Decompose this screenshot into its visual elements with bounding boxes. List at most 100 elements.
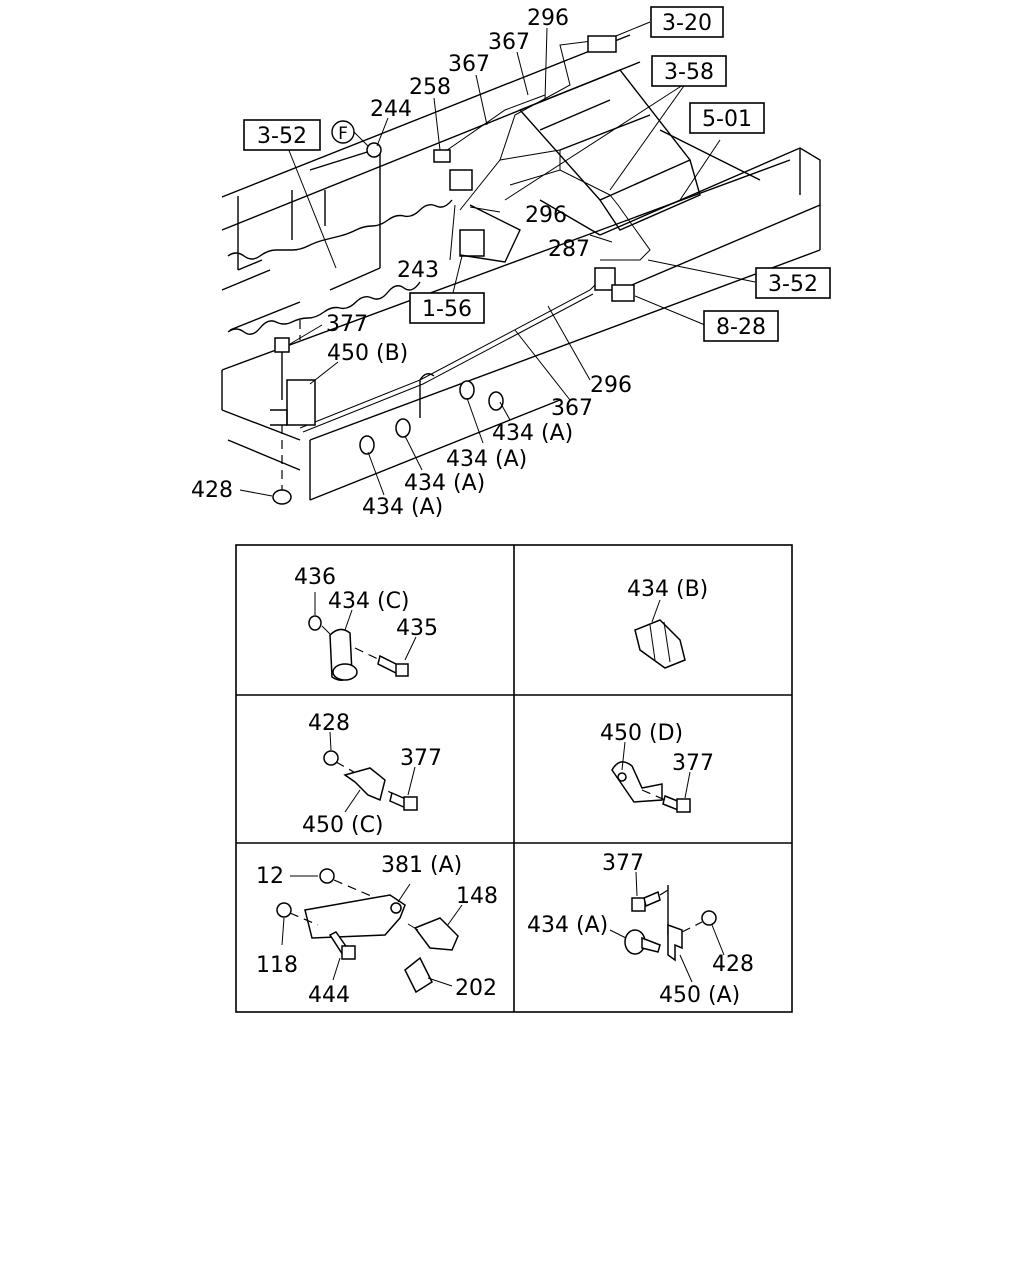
bolt-377-d4	[676, 798, 691, 813]
label-296-low: 296	[590, 373, 632, 398]
label-434a-1: 434 (A)	[492, 421, 573, 446]
detail-clamp-450a: 377 434 (A) 428 450 (A)	[527, 851, 754, 1008]
label-450c: 450 (C)	[302, 813, 384, 838]
fitting-3-20	[587, 35, 617, 53]
label-450d: 450 (D)	[600, 721, 683, 746]
detail-clip-434c: 436 434 (C) 435	[294, 565, 438, 681]
label-377-d4: 377	[672, 751, 714, 776]
nut-428-d6	[701, 910, 717, 926]
washer-118	[276, 902, 292, 918]
nut-244	[366, 142, 382, 158]
bolt-377-d3	[403, 796, 418, 811]
bolt-444	[341, 945, 356, 960]
nut-436	[308, 615, 322, 631]
label-287: 287	[548, 237, 590, 262]
label-434a-d6: 434 (A)	[527, 913, 608, 938]
label-258: 258	[409, 75, 451, 100]
label-436: 436	[294, 565, 336, 590]
label-428-d6: 428	[712, 952, 754, 977]
bracket-8-28	[611, 284, 635, 302]
label-202: 202	[455, 976, 497, 1001]
label-444: 444	[308, 983, 350, 1008]
bolt-377-d6-shank	[643, 890, 661, 908]
label-450b: 450 (B)	[327, 341, 408, 366]
label-367-top: 367	[488, 30, 530, 55]
frame-drawing	[221, 34, 821, 505]
label-381a: 381 (A)	[381, 853, 462, 878]
label-428-d3: 428	[308, 711, 350, 736]
ref-box-3-52-right[interactable]: 3-52	[755, 267, 831, 299]
label-244: 244	[370, 97, 412, 122]
label-243: 243	[397, 258, 439, 283]
ref-3-52-right-label: 3-52	[768, 272, 818, 297]
bracket-450d-hole	[617, 772, 627, 782]
clip-434a-2	[395, 418, 411, 438]
ref-8-28-label: 8-28	[716, 315, 766, 340]
union-258	[433, 149, 451, 163]
ref-1-56-label: 1-56	[422, 297, 472, 322]
clip-434a-3	[459, 380, 475, 400]
label-435: 435	[396, 616, 438, 641]
nut-428	[272, 489, 292, 505]
bracket-450b	[286, 379, 316, 426]
bolt-377	[274, 337, 290, 353]
label-296-mid: 296	[525, 203, 567, 228]
main-exploded-view: 3-20 3-58 5-01 3-52 3-52 1-56	[191, 6, 831, 520]
ref-box-8-28[interactable]: 8-28	[703, 310, 779, 342]
ref-3-58-label: 3-58	[664, 60, 714, 85]
detail-bracket-450c: 428 377 450 (C)	[302, 711, 442, 838]
bracket-450a	[667, 923, 683, 962]
fitting-148	[413, 917, 459, 951]
label-377-d3: 377	[400, 746, 442, 771]
view-marker-label: F	[338, 124, 348, 144]
reference-boxes: 3-20 3-58 5-01 3-52 3-52 1-56	[243, 6, 831, 342]
label-450a: 450 (A)	[659, 983, 740, 1008]
detail-clip-434b: 434 (B)	[627, 577, 708, 669]
label-367-low: 367	[551, 396, 593, 421]
bolt-435-head	[395, 663, 409, 677]
clip-434a-1	[359, 435, 375, 455]
detail-grid: 436 434 (C) 435 434 (B) 428 377 450 (C)	[235, 544, 793, 1013]
label-434a-4: 434 (A)	[362, 495, 443, 520]
detail-bracket-381a: 12 381 (A) 148 118 444 202	[256, 853, 498, 1008]
label-118: 118	[256, 953, 298, 978]
ref-3-20-label: 3-20	[662, 11, 712, 36]
valve-1-56	[459, 229, 485, 257]
hose-202	[404, 956, 433, 994]
ref-box-3-52-left[interactable]: 3-52	[243, 119, 321, 151]
nut-12	[319, 868, 335, 884]
detail-bracket-450d: 450 (D) 377	[600, 721, 714, 813]
label-296-top: 296	[527, 6, 569, 31]
nut-428-d3	[323, 750, 339, 766]
label-367-mid: 367	[448, 52, 490, 77]
fitting-8-28	[594, 267, 616, 291]
ref-5-01-label: 5-01	[702, 107, 752, 132]
clip-434a-d6-tab	[641, 936, 661, 953]
label-148: 148	[456, 884, 498, 909]
ref-box-5-01[interactable]: 5-01	[689, 102, 765, 134]
view-marker-f: F	[331, 120, 369, 147]
junction-block	[449, 169, 473, 191]
bracket-381a-hole	[390, 902, 402, 914]
label-434a-2: 434 (A)	[446, 447, 527, 472]
bracket-381a	[304, 894, 406, 939]
label-12: 12	[256, 864, 284, 889]
ref-box-1-56[interactable]: 1-56	[409, 292, 485, 324]
ref-box-3-58[interactable]: 3-58	[651, 55, 727, 87]
label-434b: 434 (B)	[627, 577, 708, 602]
clip-434a-4	[488, 391, 504, 411]
clip-434c-loop	[332, 663, 358, 681]
clip-434b	[634, 619, 686, 669]
bracket-450d	[611, 761, 663, 803]
label-428: 428	[191, 478, 233, 503]
label-434c: 434 (C)	[328, 589, 410, 614]
ref-3-52-left-label: 3-52	[257, 124, 307, 149]
bolt-377-d6	[631, 897, 646, 912]
part-labels: 296 367 367 258 244 296 287 243 377 450 …	[191, 6, 632, 520]
label-377-d6: 377	[602, 851, 644, 876]
label-434a-3: 434 (A)	[404, 471, 485, 496]
label-377: 377	[326, 312, 368, 337]
leader-lines	[239, 21, 756, 497]
ref-box-3-20[interactable]: 3-20	[650, 6, 724, 38]
